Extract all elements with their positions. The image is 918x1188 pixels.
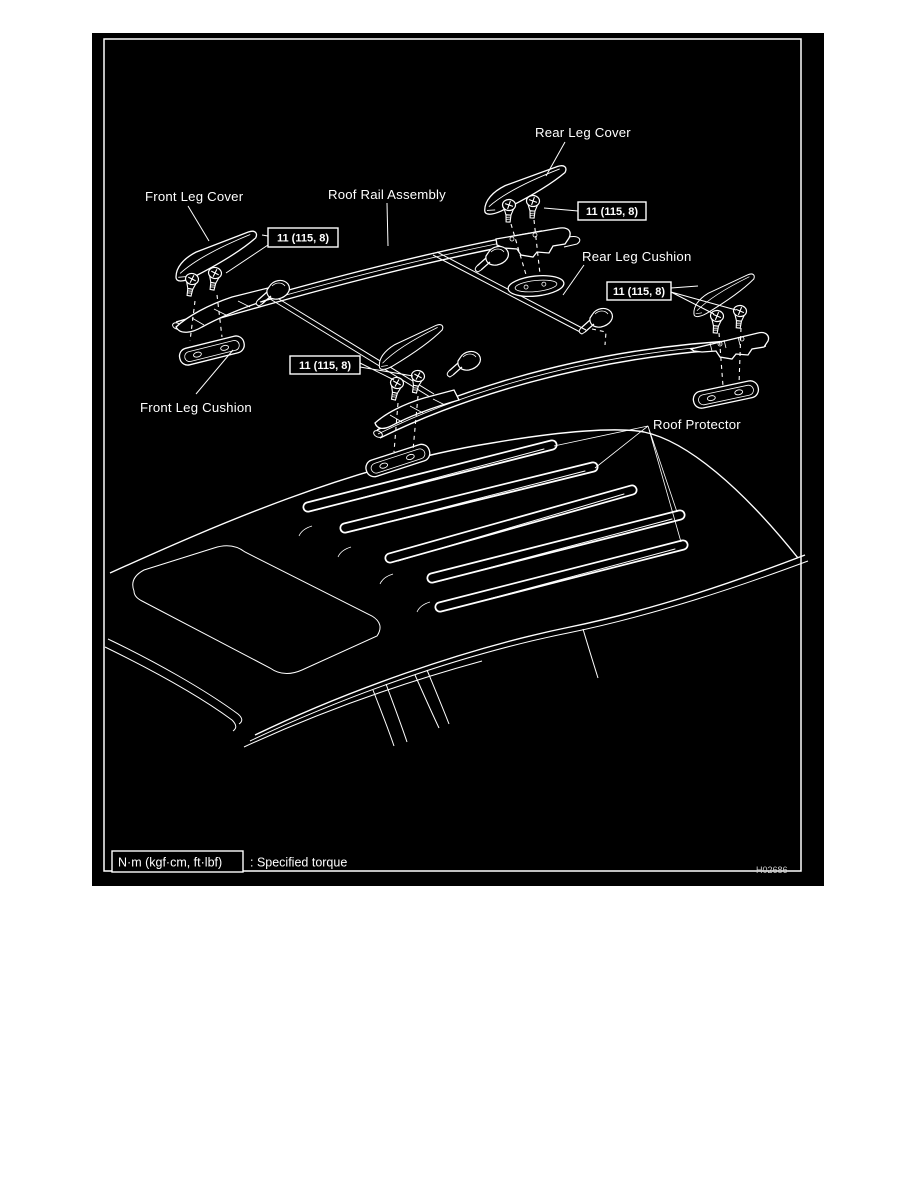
- torque-callout-front-left: 11 (115, 8): [267, 227, 339, 248]
- label-roof-rail-assembly: Roof Rail Assembly: [328, 187, 446, 202]
- rear-right-leg-bracket: [689, 331, 770, 360]
- roof-seam-mark-4: [416, 601, 431, 613]
- label-front-leg-cushion: Front Leg Cushion: [140, 400, 252, 415]
- label-front-leg-cover: Front Leg Cover: [145, 189, 244, 204]
- roof-rail-assembly-drawing: [172, 227, 770, 439]
- right-rail-end-cap: [373, 430, 383, 438]
- torque-legend: N·m (kgf·cm, ft·lbf) : Specified torque: [111, 850, 347, 873]
- roof-front-edge-1: [107, 638, 243, 725]
- torque-value: 11 (115, 8): [586, 206, 638, 218]
- screw: [731, 304, 748, 330]
- windshield-pillar-line-2: [385, 683, 408, 743]
- torque-legend-description: : Specified torque: [250, 856, 347, 870]
- roof-gutter-line-3: [243, 660, 483, 748]
- torque-unit-box: N·m (kgf·cm, ft·lbf): [118, 856, 222, 870]
- torque-value: 11 (115, 8): [277, 233, 329, 245]
- assembly-dash-lines: [189, 219, 742, 453]
- screw: [501, 198, 517, 223]
- label-roof-protector: Roof Protector: [653, 417, 741, 432]
- right-rail-bottom-edge: [379, 345, 767, 439]
- roof-seam-mark-1: [298, 525, 313, 537]
- screw: [205, 265, 223, 292]
- front-center-leg-cover-part: [372, 322, 450, 372]
- roof-seam-mark-3: [379, 573, 394, 585]
- torque-callout-rear-right: 11 (115, 8): [606, 281, 672, 301]
- rear-right-leg-detail: [709, 336, 741, 352]
- front-left-leg-bracket: [175, 286, 277, 333]
- windshield-pillar-line-1: [372, 689, 395, 747]
- screw: [386, 375, 406, 402]
- door-frame-line-2: [426, 669, 450, 725]
- rear-leg-bracket: [495, 227, 571, 258]
- label-rear-leg-cushion: Rear Leg Cushion: [582, 249, 692, 264]
- rear-leg-bolt-hole: [509, 236, 515, 242]
- rear-leg-bracket-flange: [563, 236, 581, 248]
- panel-border: [103, 38, 802, 872]
- sunroof-opening: [132, 545, 381, 674]
- rear-leg-cover-part: [477, 163, 573, 217]
- label-rear-leg-cover: Rear Leg Cover: [535, 125, 631, 140]
- figure-code: H02686: [756, 865, 788, 875]
- roof-protector-strip: [426, 509, 686, 584]
- b-pillar-line: [582, 628, 599, 679]
- right-rail-mid-line: [377, 341, 766, 435]
- roof-far-edge: [109, 429, 799, 574]
- door-frame-line-1: [414, 674, 440, 729]
- roof-gutter-line-1: [254, 554, 806, 736]
- torque-callout-front-center: 11 (115, 8): [289, 355, 361, 375]
- front-left-leg-detail: [191, 300, 251, 326]
- roof-front-edge-2: [104, 646, 237, 732]
- exploded-view-diagram: Rear Leg Cover Front Leg Cover Roof Rail…: [103, 38, 809, 875]
- push-clip: [446, 350, 481, 378]
- rear-right-bolt-hole: [739, 336, 745, 342]
- roof-protector-strip: [302, 439, 558, 513]
- rear-right-leg-cover-part: [687, 272, 762, 319]
- torque-value: 11 (115, 8): [613, 286, 665, 298]
- rear-leg-bolt-hole: [532, 232, 538, 238]
- car-roof-outline: [104, 429, 809, 748]
- screw: [407, 368, 427, 395]
- roof-protector-strip: [384, 484, 638, 564]
- screw: [708, 309, 725, 335]
- push-clip: [474, 245, 509, 273]
- front-leg-cushion-part: [177, 333, 247, 368]
- torque-value: 11 (115, 8): [299, 360, 351, 372]
- front-center-leg-detail: [389, 398, 446, 423]
- leader-lines: [187, 141, 737, 543]
- roof-protector-strips: [302, 439, 689, 613]
- roof-gutter-line-2: [249, 560, 809, 742]
- roof-seam-mark-2: [337, 546, 352, 558]
- diagram-panel: Rear Leg Cover Front Leg Cover Roof Rail…: [92, 33, 824, 886]
- roof-protector-strip: [339, 461, 599, 534]
- screw: [525, 194, 541, 219]
- rear-right-leg-cushion-part: [691, 378, 761, 411]
- torque-callout-rear-top: 11 (115, 8): [577, 201, 647, 221]
- rear-leg-cushion-part: [507, 274, 565, 298]
- roof-protector-strip: [434, 539, 689, 613]
